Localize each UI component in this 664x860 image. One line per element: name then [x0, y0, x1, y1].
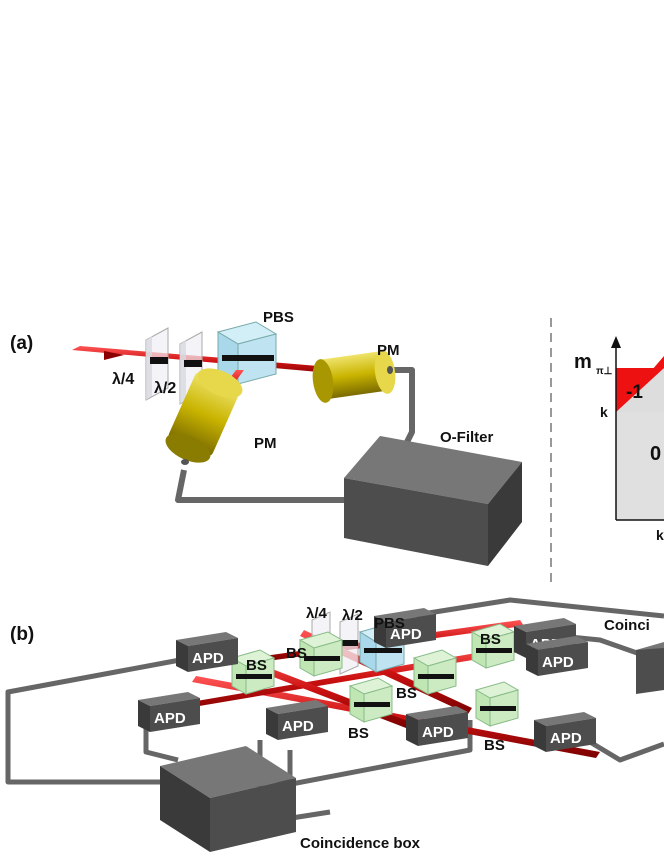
apd-label: APD	[550, 730, 582, 747]
panel-b-label: (b)	[10, 624, 34, 645]
laser-arrow	[104, 351, 124, 360]
inset-tick-bottom: k	[656, 527, 664, 543]
coincidence-box	[160, 746, 296, 852]
pm-left	[165, 368, 243, 465]
cable-pm-right	[388, 367, 415, 448]
inset-axis-label: m	[574, 351, 592, 373]
apd-box: APD	[176, 632, 238, 672]
pbs-label: PBS	[263, 309, 294, 326]
apd-label: APD	[422, 724, 454, 741]
apd-box: APD	[534, 712, 596, 752]
lambda4-label: λ/4	[112, 371, 134, 388]
cable-loop-top	[415, 597, 664, 619]
inset-region-bottom: 0	[650, 443, 661, 465]
apd-box: APD	[138, 692, 200, 732]
pbs-cube	[216, 321, 278, 385]
b-lambda2-label: λ/2	[342, 607, 363, 624]
bs-label: BS	[480, 631, 501, 648]
coinc-right-label: Coinci	[604, 617, 650, 634]
b-lambda4-label: λ/4	[306, 605, 328, 622]
apd-box: APD	[526, 636, 588, 676]
bs-cube	[474, 681, 520, 727]
bs-cube	[412, 649, 458, 695]
bs-label: BS	[348, 725, 369, 742]
bs-label: BS	[286, 645, 307, 662]
inset-plot: m π⊥ -1 0 k k	[574, 336, 664, 543]
bs-label: BS	[484, 737, 505, 754]
bs-cube	[230, 649, 276, 695]
apd-box: APD	[374, 608, 436, 648]
bs-label: BS	[246, 657, 267, 674]
pm-right	[312, 350, 396, 403]
bs-cube	[298, 631, 344, 677]
inset-region-top: -1	[626, 382, 643, 403]
panel-a-label: (a)	[10, 333, 33, 354]
ofilter-label: O-Filter	[440, 429, 493, 446]
bs-cube	[348, 677, 394, 723]
panel-b: APD APD APD APD APD	[5, 597, 664, 852]
apd-box: APD	[266, 700, 328, 740]
b-pbs-label: PBS	[374, 615, 405, 632]
apd-box: APD	[406, 706, 468, 746]
apd-label: APD	[542, 654, 574, 671]
apd-label: APD	[192, 650, 224, 667]
cable-loop-right	[588, 739, 664, 763]
apd-label: APD	[390, 626, 422, 643]
cable-loop-left-2	[143, 720, 179, 763]
inset-tick-left: k	[600, 404, 608, 420]
apd-label: APD	[154, 710, 186, 727]
pm-right-label: PM	[377, 342, 400, 359]
lambda2-label: λ/2	[154, 380, 176, 397]
cable-loop-left	[5, 657, 181, 785]
pm-left-label: PM	[254, 435, 277, 452]
cable-pm-left	[175, 469, 350, 503]
lambda4-plate	[145, 327, 169, 401]
coincidence-box-right	[636, 642, 664, 694]
bs-cube	[470, 623, 516, 669]
ofilter-box	[344, 436, 522, 566]
panel-a: (a) λ/4 λ/2 PBS PM PM O-Filter	[10, 309, 522, 566]
bs-label: BS	[396, 685, 417, 702]
apd-label: APD	[282, 718, 314, 735]
inset-axis-sub: π⊥	[596, 366, 613, 377]
coincidence-box-label: Coincidence box	[300, 835, 421, 852]
